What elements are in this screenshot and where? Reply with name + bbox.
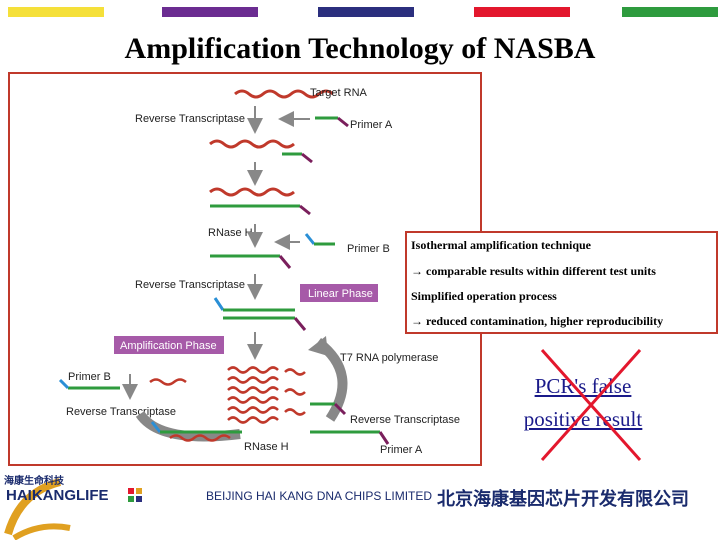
pcr-note-line-2: positive result (523, 407, 643, 431)
primer-a-purple (337, 116, 349, 128)
label-amplification-phase: Amplification Phase (120, 340, 217, 352)
amplification-phase-box (114, 336, 224, 354)
label-target-rna: Target RNA (310, 87, 368, 99)
header-bar-red (474, 7, 570, 17)
label-primer-b-2: Primer B (68, 371, 111, 383)
label-reverse-transcriptase-3: Reverse Transcriptase (66, 406, 176, 418)
primer-b-blue (304, 233, 316, 245)
cycle-arrowhead-right (308, 336, 328, 356)
header-bar-yellow (8, 7, 104, 17)
primer-tail-5 (293, 317, 307, 331)
label-primer-a-1: Primer A (350, 119, 393, 131)
label-reverse-transcriptase-2: Reverse Transcriptase (135, 279, 245, 291)
nasba-diagram: Target RNA Reverse Transcriptase Primer … (58, 87, 460, 456)
primer-tail-2 (301, 152, 313, 164)
logo-chinese: 海康生命科技 (4, 476, 64, 487)
primer-tail-4 (278, 255, 292, 269)
rna-strand-2 (209, 139, 295, 149)
primer-tail-3 (299, 204, 311, 216)
header-bar-purple (162, 7, 258, 17)
info-line-2: → comparable results within different te… (411, 264, 656, 278)
primer-blue-6 (150, 421, 162, 433)
nasba-diagram-frame: Target RNA Reverse Transcriptase Primer … (8, 72, 482, 466)
label-primer-b-1: Primer B (347, 243, 390, 255)
label-rnase-h-2: RNase H (244, 441, 289, 453)
footer-company-chinese: 北京海康基因芯片开发有限公司 (437, 489, 689, 510)
label-reverse-transcriptase-1: Reverse Transcriptase (135, 113, 245, 125)
footer-company-english: BEIJING HAI KANG DNA CHIPS LIMITED (206, 489, 433, 503)
primer-tail-7 (333, 402, 347, 416)
target-rna-strand (234, 89, 334, 99)
label-primer-a-2: Primer A (380, 444, 423, 456)
haikang-logo-icon (4, 478, 142, 540)
rna-strand-6 (169, 434, 231, 442)
primer-b2-blue (58, 378, 70, 390)
primer-blue-5 (213, 297, 225, 311)
rna-left (149, 378, 187, 386)
linear-phase-box (300, 284, 378, 302)
info-line-3: Simplified operation process (411, 289, 557, 303)
label-rnase-h-1: RNase H (208, 227, 253, 239)
logo-english: HAIKANGLIFE (6, 487, 109, 504)
info-box: Isothermal amplification technique → com… (405, 231, 718, 334)
pcr-note: PCR's false positive result (498, 370, 668, 440)
info-line-4: → reduced contamination, higher reproduc… (411, 314, 664, 328)
primer-tail-8 (378, 431, 390, 445)
page-title: Amplification Technology of NASBA (124, 32, 596, 65)
info-line-1: Isothermal amplification technique (411, 238, 591, 252)
label-t7-rna-polymerase: T7 RNA polymerase (340, 352, 438, 364)
cross-out-icon (540, 349, 642, 461)
header-bar-navy (318, 7, 414, 17)
rna-copies (227, 366, 306, 424)
rna-strand-3 (209, 187, 295, 197)
label-reverse-transcriptase-4: Reverse Transcriptase (350, 414, 460, 426)
header-bar-green (622, 7, 718, 17)
label-linear-phase: Linear Phase (308, 288, 373, 300)
